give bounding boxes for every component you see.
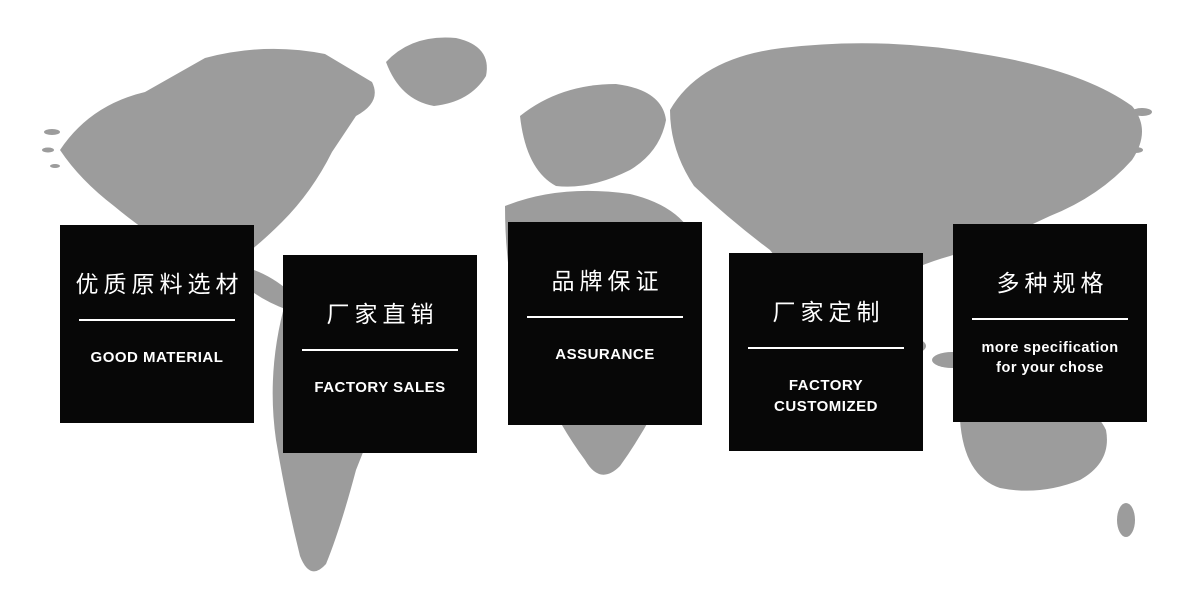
card-divider [527, 316, 683, 318]
card-divider [302, 349, 458, 351]
card-divider [972, 318, 1128, 320]
card-title: 多种规格 [996, 270, 1109, 296]
card-divider [79, 319, 235, 321]
card-title: 优质原料选材 [75, 271, 244, 297]
feature-card-factory-sales: 厂家直销 FACTORY SALES [283, 255, 477, 453]
card-subtitle: FACTORY CUSTOMIZED [774, 377, 878, 415]
card-subtitle: more specification for your chose [981, 340, 1119, 377]
feature-card-more-specification: 多种规格 more specification for your chose [953, 224, 1147, 422]
card-subtitle: FACTORY SALES [314, 379, 446, 396]
feature-card-assurance: 品牌保证 ASSURANCE [508, 222, 702, 425]
card-title: 厂家定制 [772, 299, 885, 325]
feature-card-good-material: 优质原料选材 GOOD MATERIAL [60, 225, 254, 423]
card-divider [748, 347, 904, 349]
feature-card-factory-customized: 厂家定制 FACTORY CUSTOMIZED [729, 253, 923, 451]
card-subtitle: GOOD MATERIAL [90, 349, 224, 366]
card-title: 厂家直销 [326, 301, 439, 327]
card-subtitle: ASSURANCE [555, 346, 655, 363]
card-title: 品牌保证 [551, 268, 664, 294]
